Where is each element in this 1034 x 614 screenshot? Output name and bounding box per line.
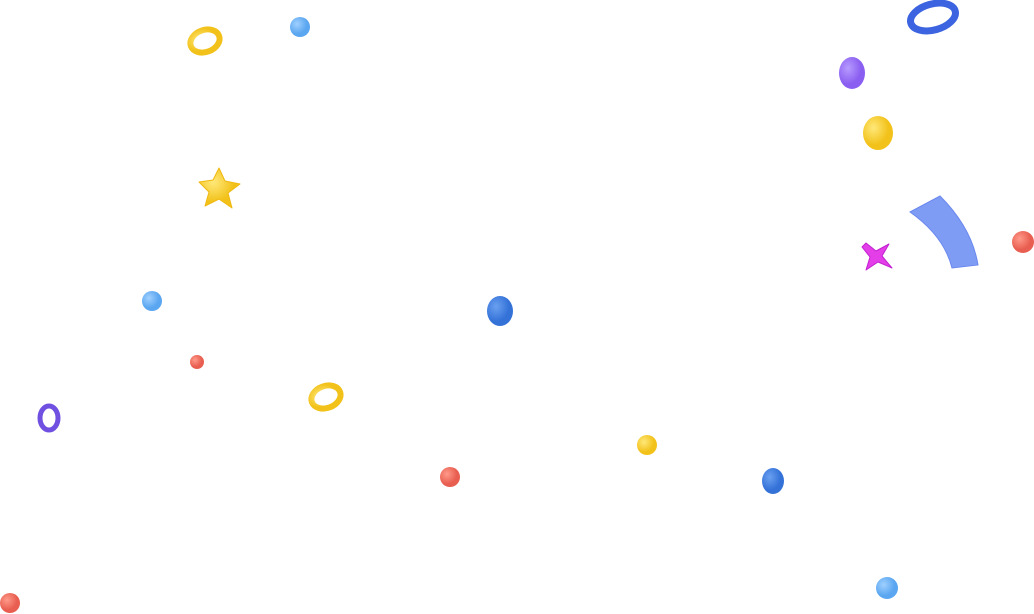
- red-dot-icon: [190, 355, 204, 369]
- yellow-star-icon: [198, 167, 241, 209]
- violet-torus-icon: [37, 403, 61, 433]
- yellow-torus-icon: [308, 382, 344, 412]
- blue-oval-icon: [762, 468, 784, 494]
- red-dot-icon: [0, 593, 20, 613]
- blue-ribbon-icon: [909, 195, 979, 269]
- blue-oval-icon: [487, 296, 513, 326]
- red-dot-icon: [1012, 231, 1034, 253]
- light-blue-dot-icon: [142, 291, 162, 311]
- yellow-dot-icon: [637, 435, 657, 455]
- magenta-sparkle-icon: [861, 242, 893, 271]
- light-blue-dot-icon: [876, 577, 898, 599]
- blue-torus-icon: [907, 0, 959, 35]
- yellow-oval-icon: [863, 116, 893, 150]
- light-blue-dot-icon: [290, 17, 310, 37]
- red-dot-icon: [440, 467, 460, 487]
- yellow-torus-icon: [187, 26, 223, 56]
- purple-oval-icon: [839, 57, 865, 89]
